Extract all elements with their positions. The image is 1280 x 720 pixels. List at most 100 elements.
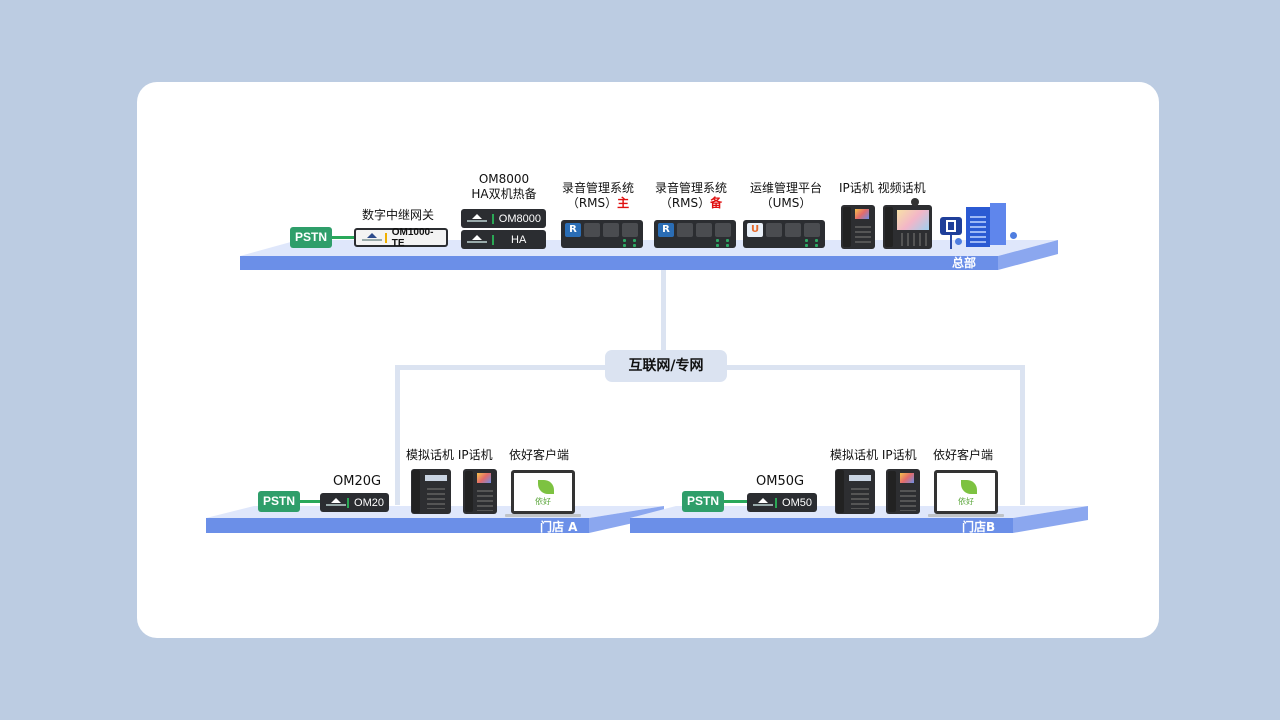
om8000-label-line1: OM8000 xyxy=(478,172,530,186)
server-led xyxy=(623,239,626,242)
newrock-logo-icon xyxy=(325,497,347,508)
device-divider xyxy=(347,497,350,508)
rms-main-label-line1: 录音管理系统 xyxy=(561,181,634,195)
newrock-logo-icon xyxy=(361,232,382,243)
building-windows xyxy=(970,213,986,243)
yihao-leaf-icon xyxy=(538,480,554,494)
ha-model: HA xyxy=(511,233,527,246)
handset-icon xyxy=(836,470,844,513)
server-slot xyxy=(584,223,600,237)
hq-ip-phone xyxy=(841,205,875,249)
rms-backup-label: 录音管理系统 （RMS）备 xyxy=(651,181,731,211)
branch-b-client-label: 依好客户端 xyxy=(933,448,994,462)
keypad-icon xyxy=(900,487,916,511)
hq-gateway-label: 数字中继网关 xyxy=(362,208,435,222)
handset-icon xyxy=(843,207,851,247)
branch-a-phones-label: 模拟话机 IP话机 xyxy=(406,448,493,462)
server-led xyxy=(815,244,818,247)
server-led xyxy=(716,239,719,242)
server-led xyxy=(815,239,818,242)
phone-display xyxy=(425,475,447,481)
camera-icon xyxy=(911,198,919,206)
branch-b-link-line xyxy=(1020,365,1025,505)
branch-b-phones-label: 模拟话机 IP话机 xyxy=(830,448,917,462)
branch-b-pstn-link xyxy=(724,500,748,503)
phone-screen xyxy=(477,473,491,483)
keypad-icon xyxy=(477,487,493,511)
hq-uplink-line xyxy=(661,270,666,352)
server-slot xyxy=(715,223,731,237)
branch-a-gateway-model: OM20 xyxy=(354,496,384,509)
newrock-logo-icon xyxy=(466,234,488,245)
device-divider xyxy=(775,497,778,508)
server-led xyxy=(716,244,719,247)
branch-a-gateway-label: OM20G xyxy=(333,474,382,489)
video-screen xyxy=(897,210,929,230)
server-led xyxy=(623,244,626,247)
branch-a-analog-phone xyxy=(411,469,451,514)
ums-label-line2: （UMS） xyxy=(760,196,812,210)
branch-a-platform-label: 门店 A xyxy=(540,520,578,534)
branch-a-platform-front xyxy=(206,518,589,533)
ums-logo-icon: U xyxy=(747,223,763,237)
rms-logo-icon: R xyxy=(565,223,581,237)
server-led xyxy=(726,244,729,247)
hq-platform-front xyxy=(240,256,998,270)
hq-gateway-device: OM1000-TE xyxy=(354,227,448,249)
rms-backup-server: R xyxy=(654,220,736,248)
keypad-icon xyxy=(897,233,927,246)
pin-icon xyxy=(955,238,962,245)
rms-logo-icon: R xyxy=(658,223,674,237)
branch-a-client-label: 依好客户端 xyxy=(509,448,570,462)
server-slot xyxy=(677,223,693,237)
hq-pstn-link xyxy=(332,236,356,239)
branch-b-platform-label: 门店B xyxy=(962,520,996,534)
server-slot xyxy=(603,223,619,237)
branch-b-platform-front xyxy=(630,518,1013,533)
server-led xyxy=(633,239,636,242)
laptop-base xyxy=(505,514,581,517)
sign-post xyxy=(950,235,952,249)
hq-pstn-badge: PSTN xyxy=(290,227,332,248)
server-led xyxy=(633,244,636,247)
server-led xyxy=(805,244,808,247)
rms-backup-badge: 备 xyxy=(710,196,723,210)
yihao-logo-text: 依好 xyxy=(958,497,974,506)
hq-phones-label: IP话机 视频话机 xyxy=(839,181,926,195)
branch-a-ip-phone xyxy=(463,469,497,514)
newrock-logo-icon xyxy=(466,213,488,224)
branch-a-pstn-link xyxy=(300,500,322,503)
branch-b-platform-side xyxy=(1013,506,1088,533)
rms-main-label-line2: （RMS） xyxy=(566,196,618,210)
branch-b-gateway-label: OM50G xyxy=(756,474,805,489)
branch-b-gateway-model: OM50 xyxy=(782,496,812,509)
ums-label-line1: 运维管理平台 xyxy=(749,181,822,195)
branch-a-gateway-device: OM20 xyxy=(320,493,389,512)
om8000-model: OM8000 xyxy=(498,212,541,225)
rms-main-label: 录音管理系统 （RMS）主 xyxy=(558,181,638,211)
keypad-icon xyxy=(855,223,871,245)
branch-a-pstn-badge: PSTN xyxy=(258,491,300,512)
rms-backup-label-line1: 录音管理系统 xyxy=(654,181,727,195)
server-slot xyxy=(696,223,712,237)
rms-backup-label-line2: （RMS） xyxy=(659,196,711,210)
phone-display xyxy=(849,475,871,481)
hq-om8000-device: OM8000 xyxy=(461,209,546,228)
handset-icon xyxy=(465,471,473,512)
pin-icon xyxy=(1010,232,1017,239)
server-slot xyxy=(785,223,801,237)
keypad-icon xyxy=(427,485,445,509)
yihao-leaf-icon xyxy=(961,480,977,494)
rms-main-badge: 主 xyxy=(617,196,630,210)
hq-platform-label: 总部 xyxy=(952,256,977,270)
om8000-label-line2: HA双机热备 xyxy=(471,187,537,201)
building-icon xyxy=(966,203,1006,247)
branch-b-gateway-device: OM50 xyxy=(747,493,817,512)
phone-screen xyxy=(900,473,914,483)
branch-a-link-line xyxy=(395,365,400,505)
branch-a-platform-side xyxy=(589,506,664,533)
handset-icon xyxy=(888,471,896,512)
branch-b-ip-phone xyxy=(886,469,920,514)
building-glyph xyxy=(946,220,956,232)
ums-label: 运维管理平台 （UMS） xyxy=(745,181,827,211)
